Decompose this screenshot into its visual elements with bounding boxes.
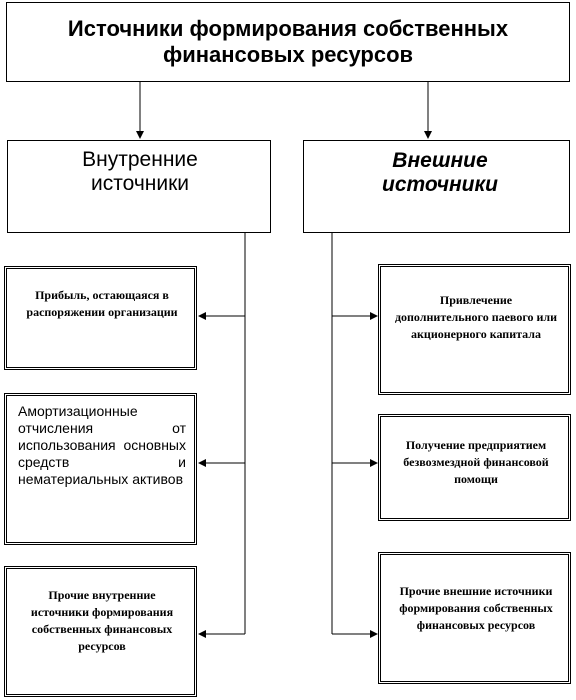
external-item-1: Привлечение дополнительного паевого или … xyxy=(394,292,558,341)
internal-heading-box xyxy=(7,140,271,233)
internal-item-3: Прочие внутренние источники формирования… xyxy=(30,588,174,653)
internal-item-1: Прибыль, остающаяся в распоряжении орган… xyxy=(26,288,178,319)
title-box xyxy=(6,2,570,82)
diagram-title: Источники формирования собственных финан… xyxy=(67,16,509,67)
internal-item-box-1 xyxy=(4,266,197,370)
internal-item-2: Амортизационные отчисления от использова… xyxy=(18,403,186,487)
external-item-box-1 xyxy=(378,264,571,395)
internal-item-box-2 xyxy=(4,393,197,545)
external-item-2: Получение предприятием безвозмездной фин… xyxy=(403,437,549,486)
external-item-box-2 xyxy=(378,414,571,521)
internal-item-box-3 xyxy=(4,566,197,697)
internal-heading: Внутренние источники xyxy=(82,148,198,195)
external-heading-box xyxy=(303,140,570,233)
external-item-box-3 xyxy=(378,552,571,684)
external-item-3: Прочие внешние источники формирования со… xyxy=(399,583,553,632)
external-heading: Внешние источники xyxy=(382,149,498,196)
